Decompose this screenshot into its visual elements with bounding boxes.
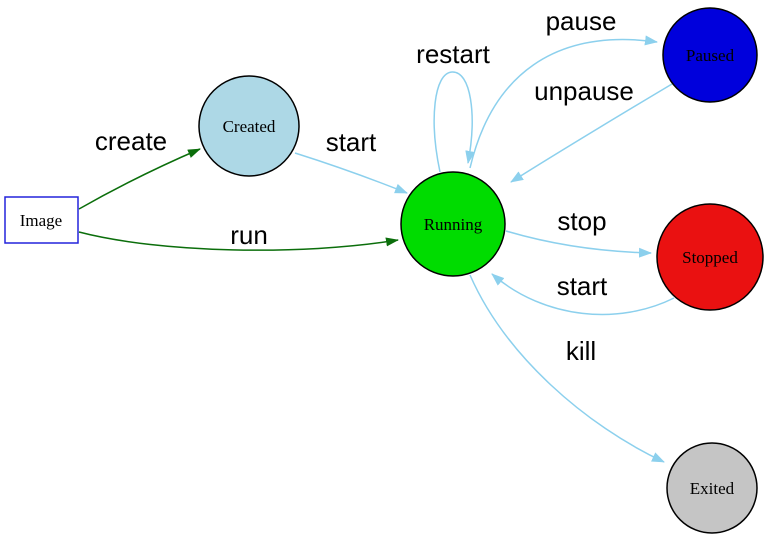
exited-node-circle bbox=[666, 442, 758, 534]
edge-label-run: run bbox=[230, 220, 268, 250]
edge-create bbox=[78, 148, 201, 210]
edge-start-created-running bbox=[294, 152, 408, 194]
edge-label-create: create bbox=[95, 126, 167, 156]
running-node-label: Running bbox=[424, 215, 483, 234]
edge-pause bbox=[469, 35, 658, 169]
exited-node-label: Exited bbox=[690, 479, 735, 498]
created-node-circle bbox=[198, 75, 300, 177]
edge-label-kill: kill bbox=[566, 336, 596, 366]
created-node-label: Created bbox=[223, 117, 276, 136]
edge-label-stop: stop bbox=[557, 206, 606, 236]
stopped-node-circle bbox=[656, 203, 764, 311]
edge-label-start-created: start bbox=[326, 127, 377, 157]
node-exited: Exited bbox=[666, 442, 758, 534]
paused-node-circle bbox=[662, 7, 758, 103]
image-node-label: Image bbox=[20, 211, 62, 230]
stopped-node-label: Stopped bbox=[682, 248, 738, 267]
edge-kill bbox=[469, 274, 665, 463]
node-stopped: Stopped bbox=[656, 203, 764, 311]
edge-stop bbox=[505, 230, 652, 258]
edge-label-restart: restart bbox=[416, 39, 490, 69]
edge-label-unpause: unpause bbox=[534, 76, 634, 106]
edge-run bbox=[78, 231, 399, 251]
node-running: Running bbox=[400, 171, 506, 277]
paused-node-label: Paused bbox=[686, 46, 735, 65]
edge-restart-self-loop bbox=[433, 71, 476, 173]
edge-start-stopped-running bbox=[491, 273, 675, 316]
image-node-box bbox=[4, 196, 79, 244]
node-created: Created bbox=[198, 75, 300, 177]
edge-label-start-stopped: start bbox=[557, 271, 608, 301]
edge-label-pause: pause bbox=[546, 6, 617, 36]
edge-unpause bbox=[510, 83, 673, 183]
node-image: Image bbox=[4, 196, 79, 244]
running-node-circle bbox=[400, 171, 506, 277]
node-paused: Paused bbox=[662, 7, 758, 103]
